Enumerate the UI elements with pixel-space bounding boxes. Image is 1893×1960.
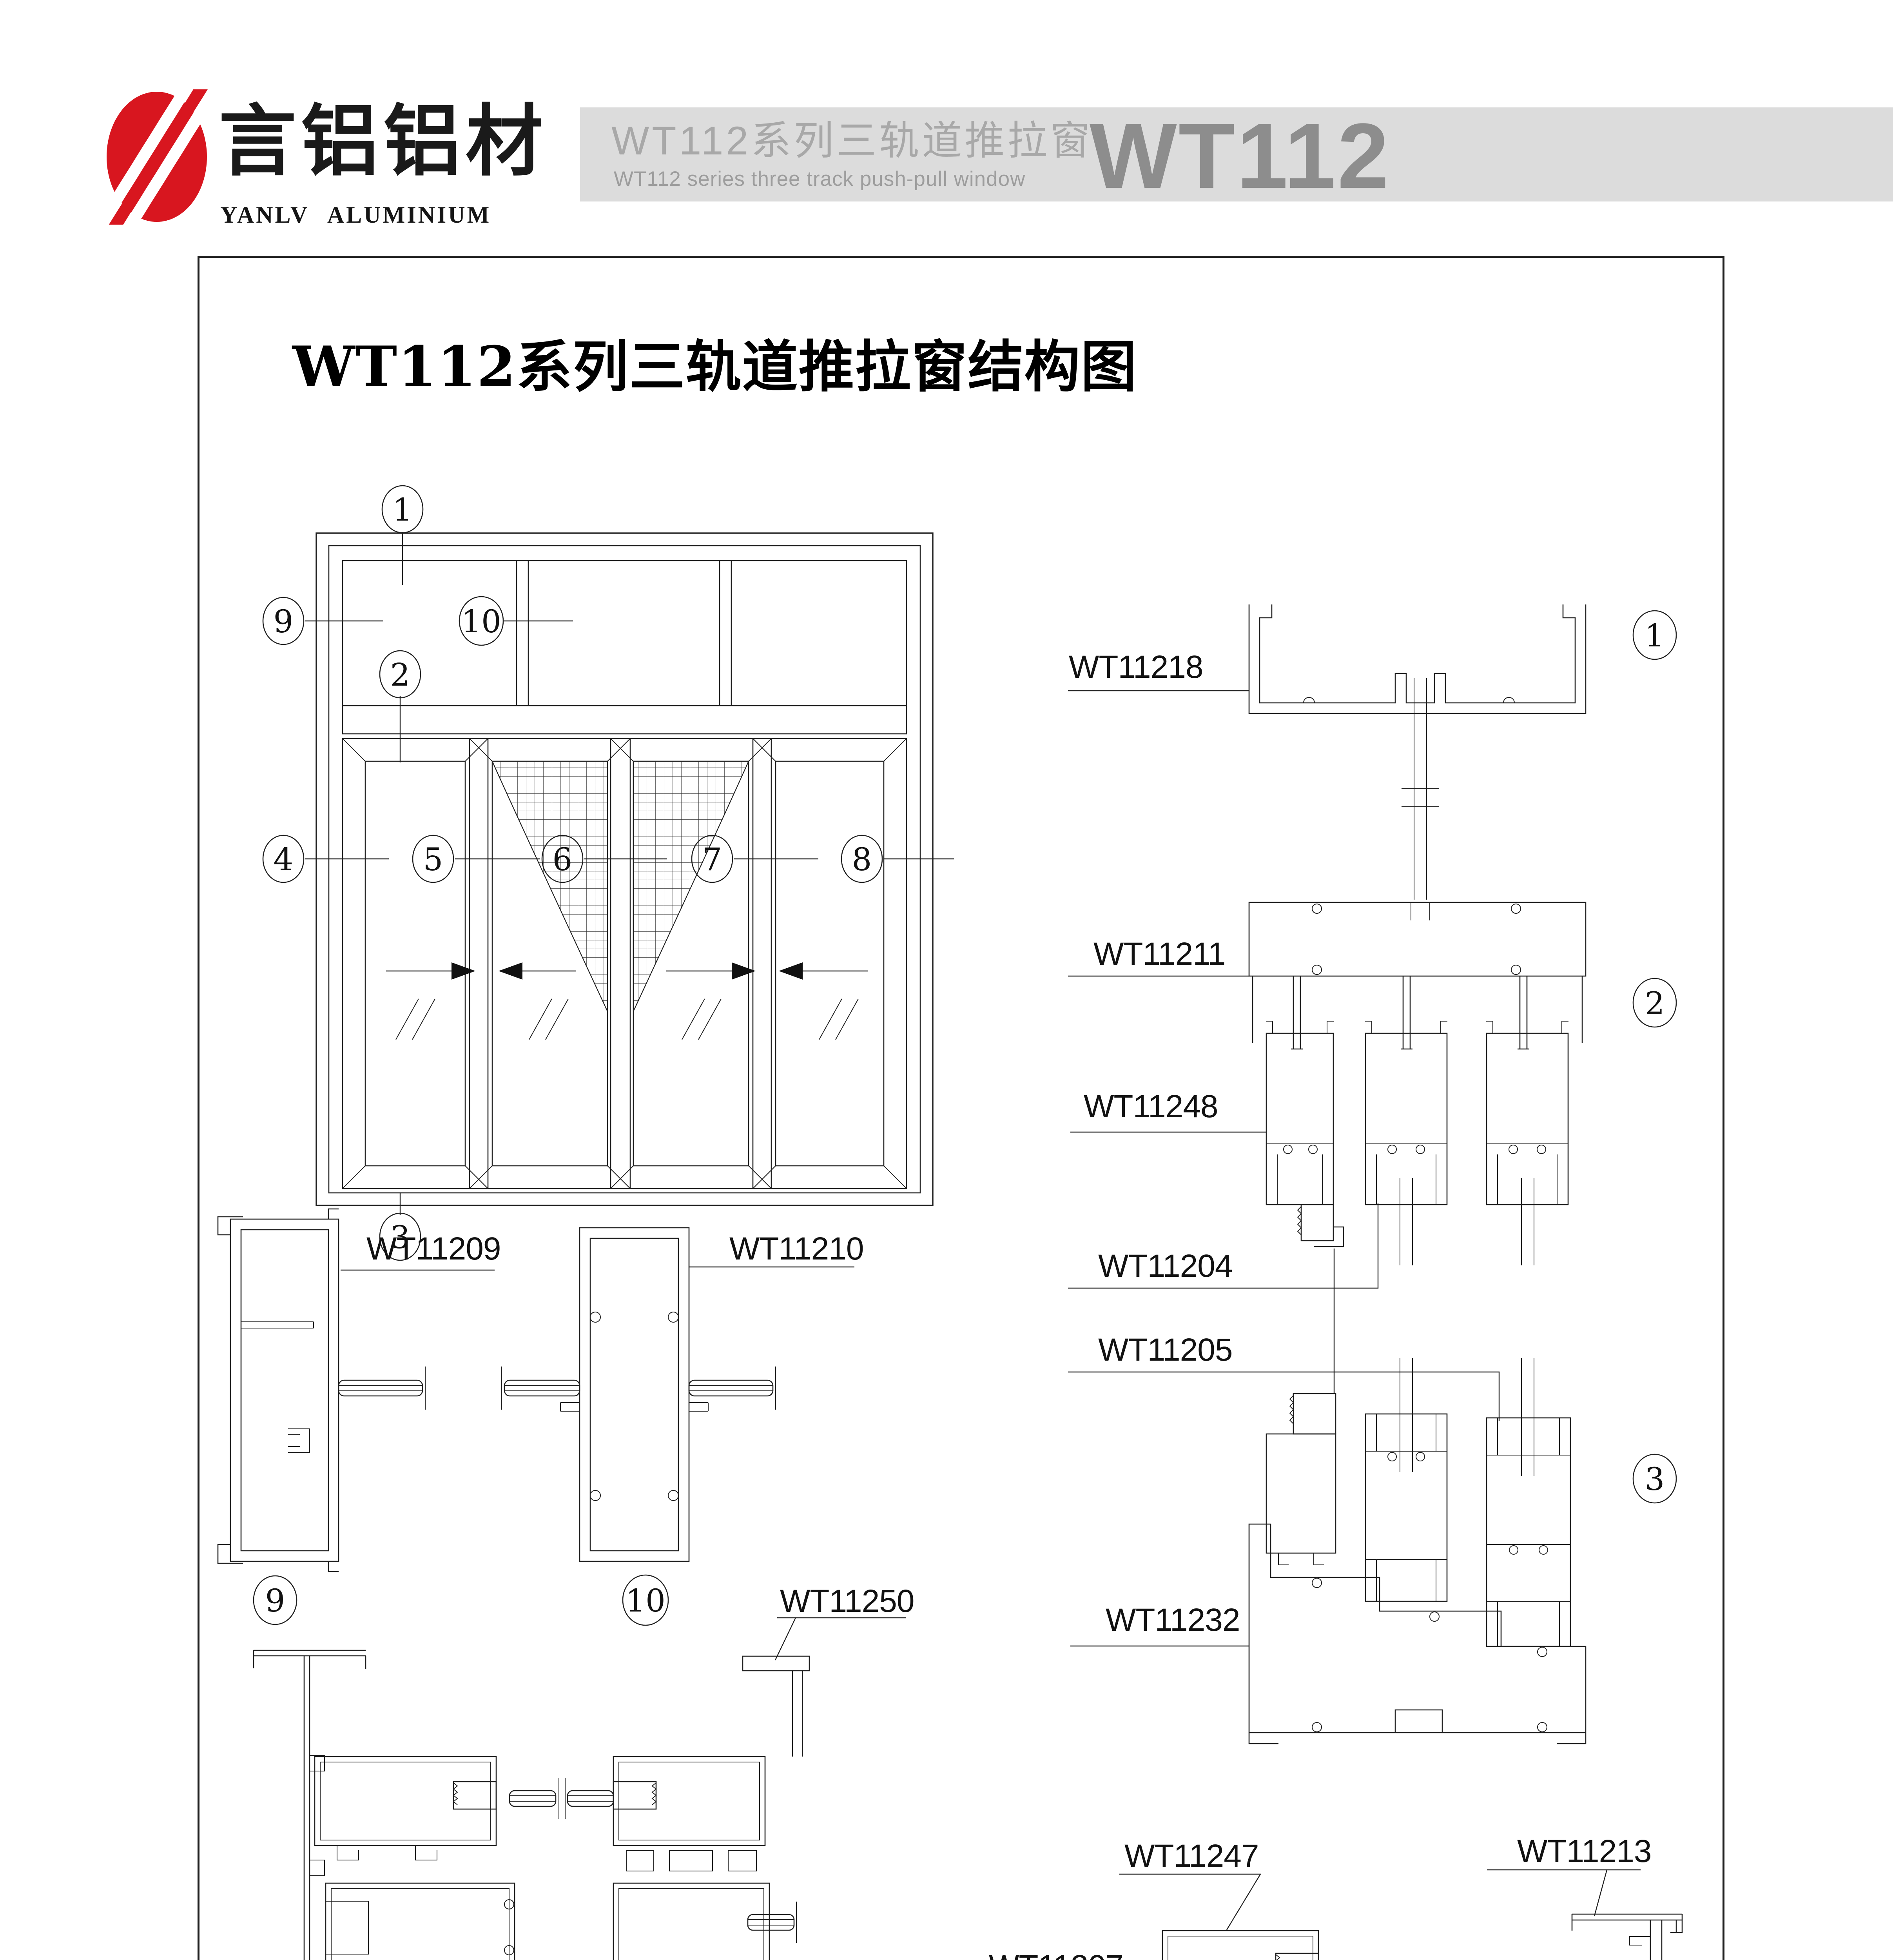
elevation-callouts: 1 9 10 2 4 5 6 7 8 3 <box>262 485 954 1261</box>
detail-7-meeting-jamb: WT11207 WT11247 7 <box>989 1838 1319 1960</box>
fixed-top-band <box>342 560 907 706</box>
profile-label-wt11207: WT11207 <box>989 1949 1123 1960</box>
detail-callout-2: 2 <box>1645 985 1665 1022</box>
sash-2-screen <box>469 738 631 1189</box>
detail-9-jamb-section: WT11209 9 <box>217 1208 501 1625</box>
logo-emblem-icon <box>105 89 210 225</box>
detail-3-sill-section: 3 WT11232 <box>1070 1358 1677 1744</box>
profile-label-wt11213: WT11213 <box>1517 1833 1651 1869</box>
slide-direction-arrows <box>386 962 868 980</box>
insect-screen-mesh <box>491 760 608 1012</box>
callout-6: 6 <box>553 841 573 878</box>
detail-1-head-section: 1 WT11218 WT11211 <box>1068 604 1677 1050</box>
callout-2: 2 <box>390 657 410 693</box>
detail-callout-10: 10 <box>626 1583 665 1619</box>
series-code: WT112 <box>1090 104 1391 208</box>
transom <box>342 705 907 735</box>
callout-1: 1 <box>393 492 413 528</box>
detail-10-mullion-section: WT11210 10 <box>338 1227 864 1626</box>
profile-label-wt11205: WT11205 <box>1098 1332 1232 1368</box>
callout-10: 10 <box>461 603 501 640</box>
profile-label-wt11232: WT11232 <box>1106 1602 1240 1638</box>
callout-8: 8 <box>852 841 872 878</box>
profile-label-wt11204: WT11204 <box>1098 1248 1232 1284</box>
detail-4-jamb-meeting: 4 <box>253 1650 558 1960</box>
series-title-en: WT112 series three track push-pull windo… <box>614 167 1026 191</box>
detail-callout-9: 9 <box>265 1583 285 1619</box>
profile-label-wt11247: WT11247 <box>1124 1838 1258 1874</box>
profile-label-wt11250: WT11250 <box>780 1583 914 1619</box>
callout-7: 7 <box>702 841 722 878</box>
brand-logo <box>105 89 210 225</box>
detail-8-jamb-section: WT11213 8 <box>1487 1833 1683 1960</box>
callout-4: 4 <box>274 841 294 878</box>
detail-callout-1: 1 <box>1645 617 1665 654</box>
elevation-view: 1 9 10 2 4 5 6 7 8 3 <box>262 485 954 1261</box>
drawing-border-frame <box>198 256 1724 1960</box>
detail-2-track-section: 2 WT11248 WT11204 WT11205 <box>1068 978 1677 1421</box>
profile-label-wt11248: WT11248 <box>1084 1089 1218 1124</box>
glass-pane <box>1402 678 1439 900</box>
series-header-bar: WT112系列三轨道推拉窗 WT112 series three track p… <box>580 104 1893 208</box>
profile-label-wt11218: WT11218 <box>1069 649 1203 685</box>
glass-pane <box>1400 1178 1534 1265</box>
sheet-title: WT112系列三轨道推拉窗结构图 <box>292 334 1137 399</box>
callout-5: 5 <box>423 841 443 878</box>
profile-label-wt11209: WT11209 <box>366 1231 500 1267</box>
glass-pane <box>1400 1358 1534 1476</box>
series-title-cn: WT112系列三轨道推拉窗 <box>611 118 1093 163</box>
sash-1 <box>342 738 489 1189</box>
sash-4 <box>752 738 907 1189</box>
glass-stubs <box>338 1367 776 1410</box>
callout-9: 9 <box>274 603 294 640</box>
profile-label-wt11210: WT11210 <box>729 1231 863 1267</box>
insect-screen-mesh <box>633 760 749 1012</box>
profile-label-wt11211: WT11211 <box>1093 936 1225 972</box>
sash-3-screen <box>610 738 772 1189</box>
detail-5-meeting-stiles: 5 WT11250 <box>565 1583 914 1960</box>
callout-3: 3 <box>390 1219 410 1256</box>
logo-company-name-en: YANLV ALUMINIUM <box>220 202 491 228</box>
detail-callout-3: 3 <box>1645 1461 1665 1497</box>
logo-company-name: 言铝铝材 <box>219 96 548 187</box>
glass-marks <box>395 998 859 1040</box>
